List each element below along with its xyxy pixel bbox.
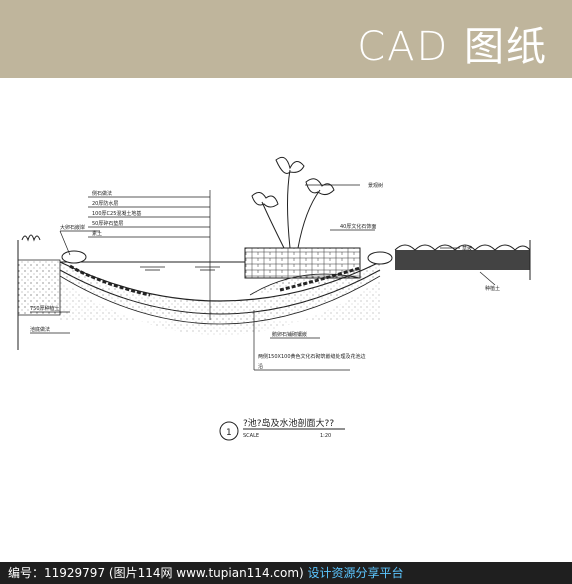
callout-left-2: 100厚C25混凝土地基: [92, 210, 141, 217]
drawing-caption: 1 ?池?岛及水池剖面大?? SCALE 1:20: [219, 417, 345, 441]
island-planter: [244, 247, 361, 296]
note-bottom-0: 两侧150X100黄色文化石砌筑嵌缝处理及花池边: [258, 353, 366, 360]
caption-title: ?池?岛及水池剖面大??: [243, 417, 334, 429]
callout-right-2: 草坡: [462, 245, 472, 252]
callout-bottom-left-1: 池底做法: [30, 326, 50, 333]
callout-right-0: 景观树: [368, 182, 383, 189]
note-bottom-1: 沿: [258, 363, 263, 370]
section-drawing: 侧石做法 20厚防水层 100厚C25混凝土地基 50厚碎石垫层 素土 大卵石嵌…: [17, 156, 531, 441]
callout-bottom-left-0: 750厚种植土: [30, 305, 60, 312]
callout-left-0: 侧石做法: [92, 190, 112, 197]
callout-left-4: 素土: [92, 230, 102, 237]
callout-mid: 鹅卵石铺砌镶嵌: [272, 331, 307, 338]
callout-right-3: 种植土: [485, 285, 500, 292]
callout-right-1: 40厚文化石饰面: [340, 223, 376, 230]
callout-edge: 大卵石嵌岸: [60, 224, 85, 231]
footer-bar: 编号：11929797 (图片114网 www.tupian114.com) 设…: [0, 562, 572, 584]
caption-scale-label: SCALE: [243, 433, 259, 439]
leader-lines: [30, 184, 496, 371]
right-bank: [394, 240, 531, 280]
water-surface: [60, 261, 245, 271]
header-banner: CAD 图纸: [0, 0, 572, 78]
caption-number: 1: [226, 428, 232, 438]
footer-id-text: 编号：11929797 (图片114网 www.tupian114.com): [8, 566, 304, 580]
banner-title: CAD 图纸: [357, 24, 548, 70]
callout-left-1: 20厚防水层: [92, 200, 118, 207]
edge-boulders: [61, 250, 393, 265]
caption-scale-value: 1:20: [320, 433, 331, 439]
palm-tree: [251, 156, 335, 249]
callout-left-3: 50厚碎石垫层: [92, 220, 123, 227]
annotations: 侧石做法 20厚防水层 100厚C25混凝土地基 50厚碎石垫层 素土 大卵石嵌…: [30, 182, 500, 370]
footer-link[interactable]: 设计资源分享平台: [307, 566, 404, 580]
